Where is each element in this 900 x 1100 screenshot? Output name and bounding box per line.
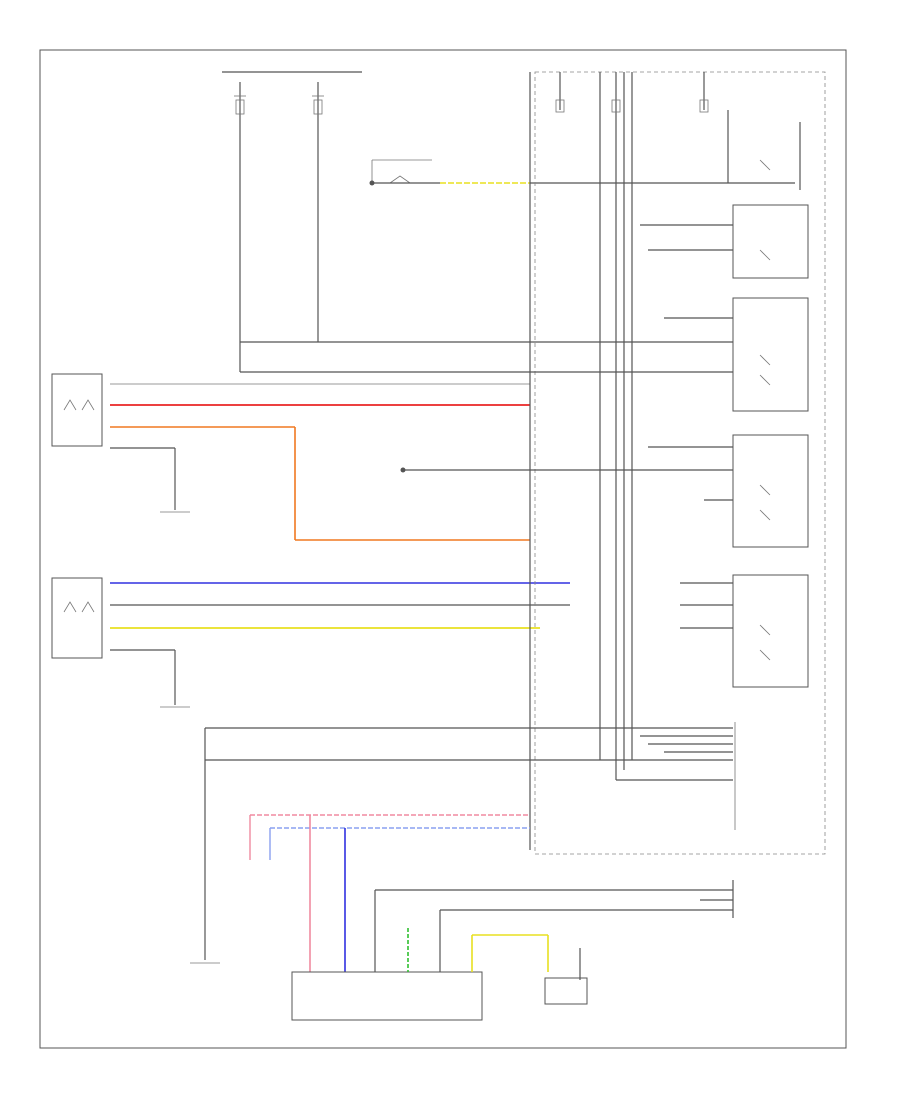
ground-middle: [400, 467, 530, 473]
relay-3: [732, 434, 809, 548]
engine-control-module: [291, 971, 483, 1021]
control-module: [205, 71, 826, 855]
relay-2: [732, 297, 809, 412]
relay-1: [732, 204, 809, 279]
left-connector-2: [51, 577, 570, 708]
thermosensor: [369, 159, 795, 186]
left-connector-1: [51, 373, 530, 541]
sensor-box: [544, 977, 588, 1005]
fuse-block-top-left: [222, 71, 530, 373]
bottom-wiring: [190, 728, 734, 1021]
relay-4: [732, 574, 809, 688]
diagram-frame: [39, 49, 847, 1049]
